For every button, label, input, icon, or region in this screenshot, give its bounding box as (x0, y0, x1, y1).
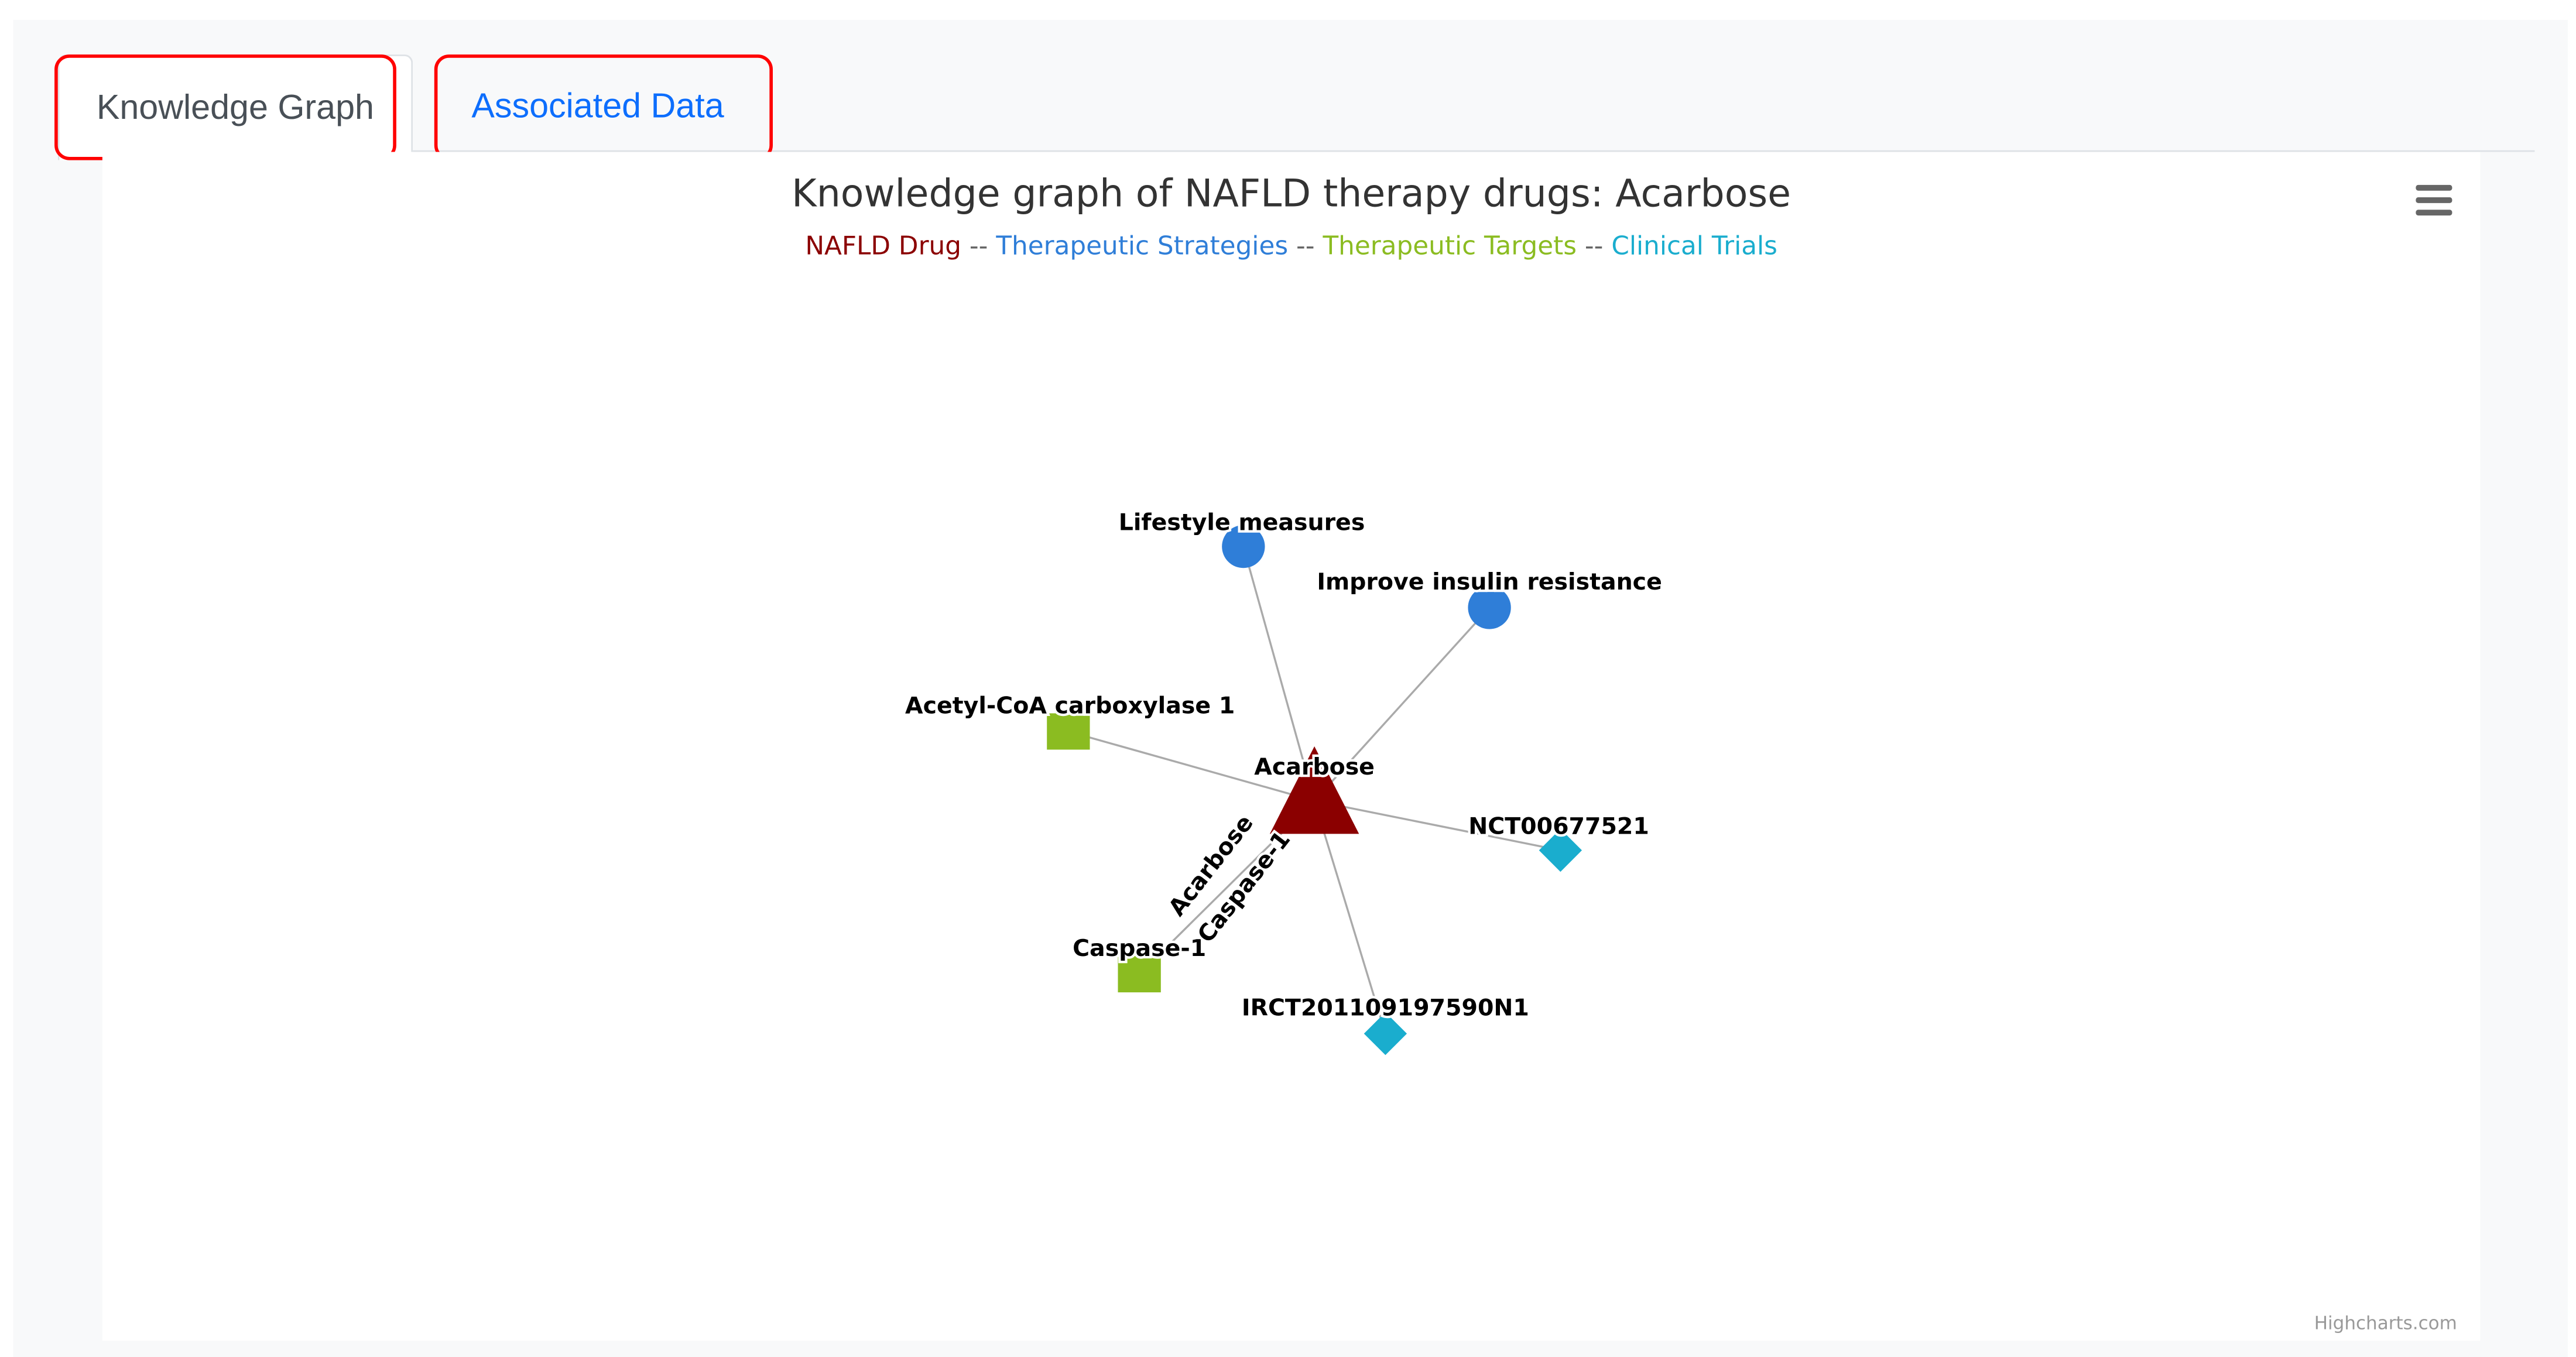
network-chart: Knowledge graph of NAFLD therapy drugs: … (792, 172, 2457, 1334)
node-label: Acetyl-CoA carboxylase 1 (905, 692, 1235, 719)
node-circle[interactable] (1468, 586, 1511, 629)
menu-icon[interactable] (2416, 184, 2452, 216)
node-label: Acarbose (1254, 753, 1375, 780)
legend-trials: Clinical Trials (1611, 231, 1777, 261)
graph-link[interactable] (1068, 730, 1315, 802)
tab-divider (413, 150, 2535, 152)
graph-link[interactable] (1313, 606, 1491, 802)
node-circle[interactable] (1222, 525, 1265, 568)
separator: -- (1585, 231, 1604, 261)
node-label: Improve insulin resistance (1317, 568, 1662, 595)
chart-container: Knowledge graph of NAFLD therapy drugs: … (102, 152, 2481, 1341)
node-diamond[interactable] (1364, 1012, 1407, 1056)
node-label: NCT00677521 (1468, 813, 1649, 839)
node-label: Caspase-1 (1073, 935, 1206, 962)
graph-link[interactable] (1242, 546, 1316, 801)
node-triangle[interactable] (1269, 746, 1359, 834)
chart-title: Knowledge graph of NAFLD therapy drugs: … (792, 172, 1791, 216)
legend-targets: Therapeutic Targets (1322, 231, 1577, 261)
graph-link[interactable] (1313, 800, 1387, 1034)
node-square[interactable] (1047, 713, 1090, 750)
chart-subtitle: NAFLD Drug -- Therapeutic Strategies -- … (805, 231, 1777, 261)
tab-associated-data[interactable]: Associated Data (471, 87, 724, 126)
node-diamond[interactable] (1539, 828, 1582, 872)
graph-link[interactable] (1314, 800, 1561, 852)
node-label: Lifestyle measures (1119, 509, 1365, 536)
separator: -- (1296, 231, 1315, 261)
separator: -- (970, 231, 988, 261)
tab-knowledge-graph[interactable]: Knowledge Graph (57, 54, 413, 160)
legend-strategies: Therapeutic Strategies (995, 231, 1288, 261)
legend-drug: NAFLD Drug (805, 231, 961, 261)
highcharts-credit[interactable]: Highcharts.com (2314, 1313, 2457, 1334)
node-square[interactable] (1118, 956, 1161, 993)
node-label: IRCT201109197590N1 (1242, 995, 1529, 1022)
